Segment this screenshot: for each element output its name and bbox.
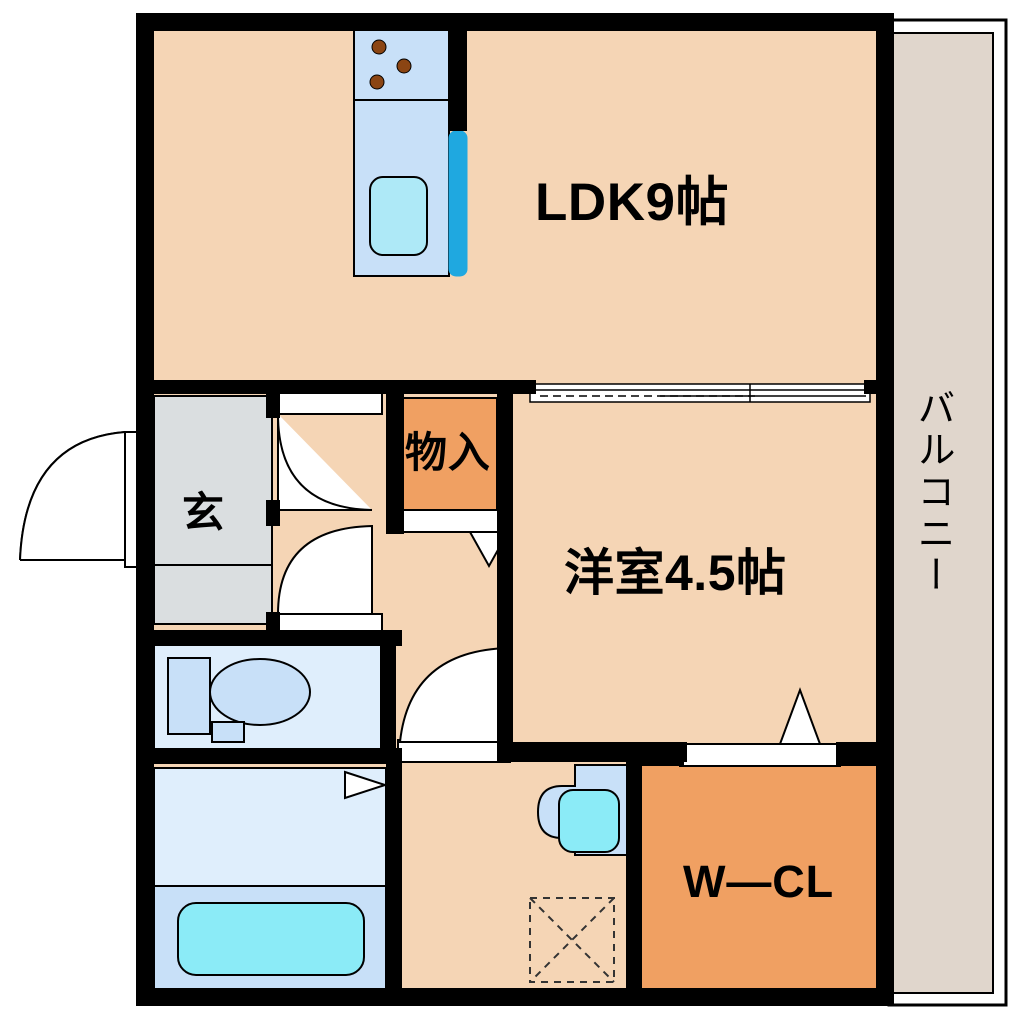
washbasin-bowl xyxy=(558,789,620,853)
ldk-floor xyxy=(145,22,885,392)
kitchen-counter-edge xyxy=(448,130,468,277)
toilet-tank xyxy=(167,657,211,735)
bathtub-basin xyxy=(177,902,365,976)
toilet-bowl xyxy=(209,658,311,726)
walkin-closet-fill xyxy=(639,764,881,1004)
kitchen-sink-basin xyxy=(369,176,428,256)
room-label-entrance: 玄 xyxy=(182,489,225,536)
room-label-balcony: バルコニー xyxy=(911,388,953,597)
burner-3 xyxy=(369,74,385,90)
ldk-bedroom-sliding-door[interactable] xyxy=(529,383,871,403)
hall-door-upper[interactable] xyxy=(271,391,383,511)
burner-1 xyxy=(371,39,387,55)
room-label-ldk: LDK9帖 xyxy=(535,173,730,232)
bathroom-unit xyxy=(153,767,389,993)
room-label-walkin-closet: W—CL xyxy=(683,856,835,907)
washer-space-box xyxy=(529,897,615,983)
toilet-room xyxy=(153,644,387,752)
room-label-bedroom: 洋室4.5帖 xyxy=(564,545,787,601)
bath-door-marker xyxy=(344,770,389,800)
walls xyxy=(136,13,894,1006)
entrance-tile-area xyxy=(153,395,273,625)
kitchen-unit xyxy=(353,25,468,277)
room-label-storage: 物入 xyxy=(405,429,491,476)
balcony-area xyxy=(887,18,1008,1007)
toilet-base xyxy=(211,721,245,743)
burner-2 xyxy=(396,58,412,74)
washroom-area xyxy=(529,764,631,983)
